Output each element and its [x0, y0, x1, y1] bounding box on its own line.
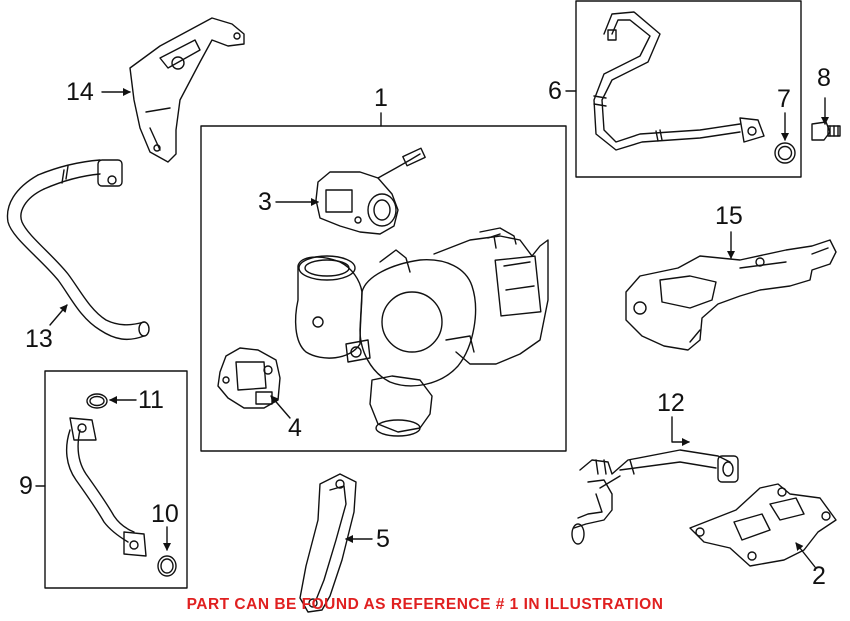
banjo-bolt-8: [811, 121, 841, 141]
callout-9: 9: [19, 472, 33, 500]
coolant-hose: [6, 159, 150, 341]
electric-actuator: [217, 347, 281, 409]
leader-13: [49, 304, 68, 326]
callout-2: 2: [812, 562, 826, 590]
callout-14: 14: [66, 78, 94, 106]
oil-feed-line: [593, 11, 765, 151]
turbocharger: [294, 227, 549, 437]
coolant-line: [65, 417, 147, 557]
callout-7: 7: [777, 85, 791, 113]
leader-12: [671, 416, 690, 446]
oil-line-box: [575, 0, 802, 178]
reference-caption: PART CAN BE FOUND AS REFERENCE # 1 IN IL…: [186, 596, 664, 613]
callout-6: 6: [548, 77, 562, 105]
support-bracket: [299, 473, 357, 613]
sealing-ring-11: [86, 393, 108, 409]
turbo-assembly-box: [200, 125, 567, 452]
callout-8: 8: [817, 64, 831, 92]
sealing-ring-10: [157, 555, 177, 577]
callout-11: 11: [138, 386, 164, 414]
leader-2: [795, 542, 816, 568]
callout-10: 10: [151, 500, 179, 528]
callout-13: 13: [25, 325, 53, 353]
callout-5: 5: [376, 525, 390, 553]
sealing-ring-7: [774, 142, 796, 164]
heat-shield-bracket: [129, 17, 245, 163]
callout-3: 3: [258, 188, 272, 216]
oil-return-line: [571, 449, 739, 545]
coolant-line-box: [44, 370, 188, 589]
wastegate-actuator: [315, 147, 426, 235]
callout-15: 15: [715, 202, 743, 230]
turbo-gasket: [689, 483, 837, 567]
callout-12: 12: [657, 389, 685, 417]
leader-4: [270, 395, 291, 419]
callout-1: 1: [374, 84, 388, 112]
callout-4: 4: [288, 414, 302, 442]
turbo-heat-shield: [625, 239, 837, 351]
